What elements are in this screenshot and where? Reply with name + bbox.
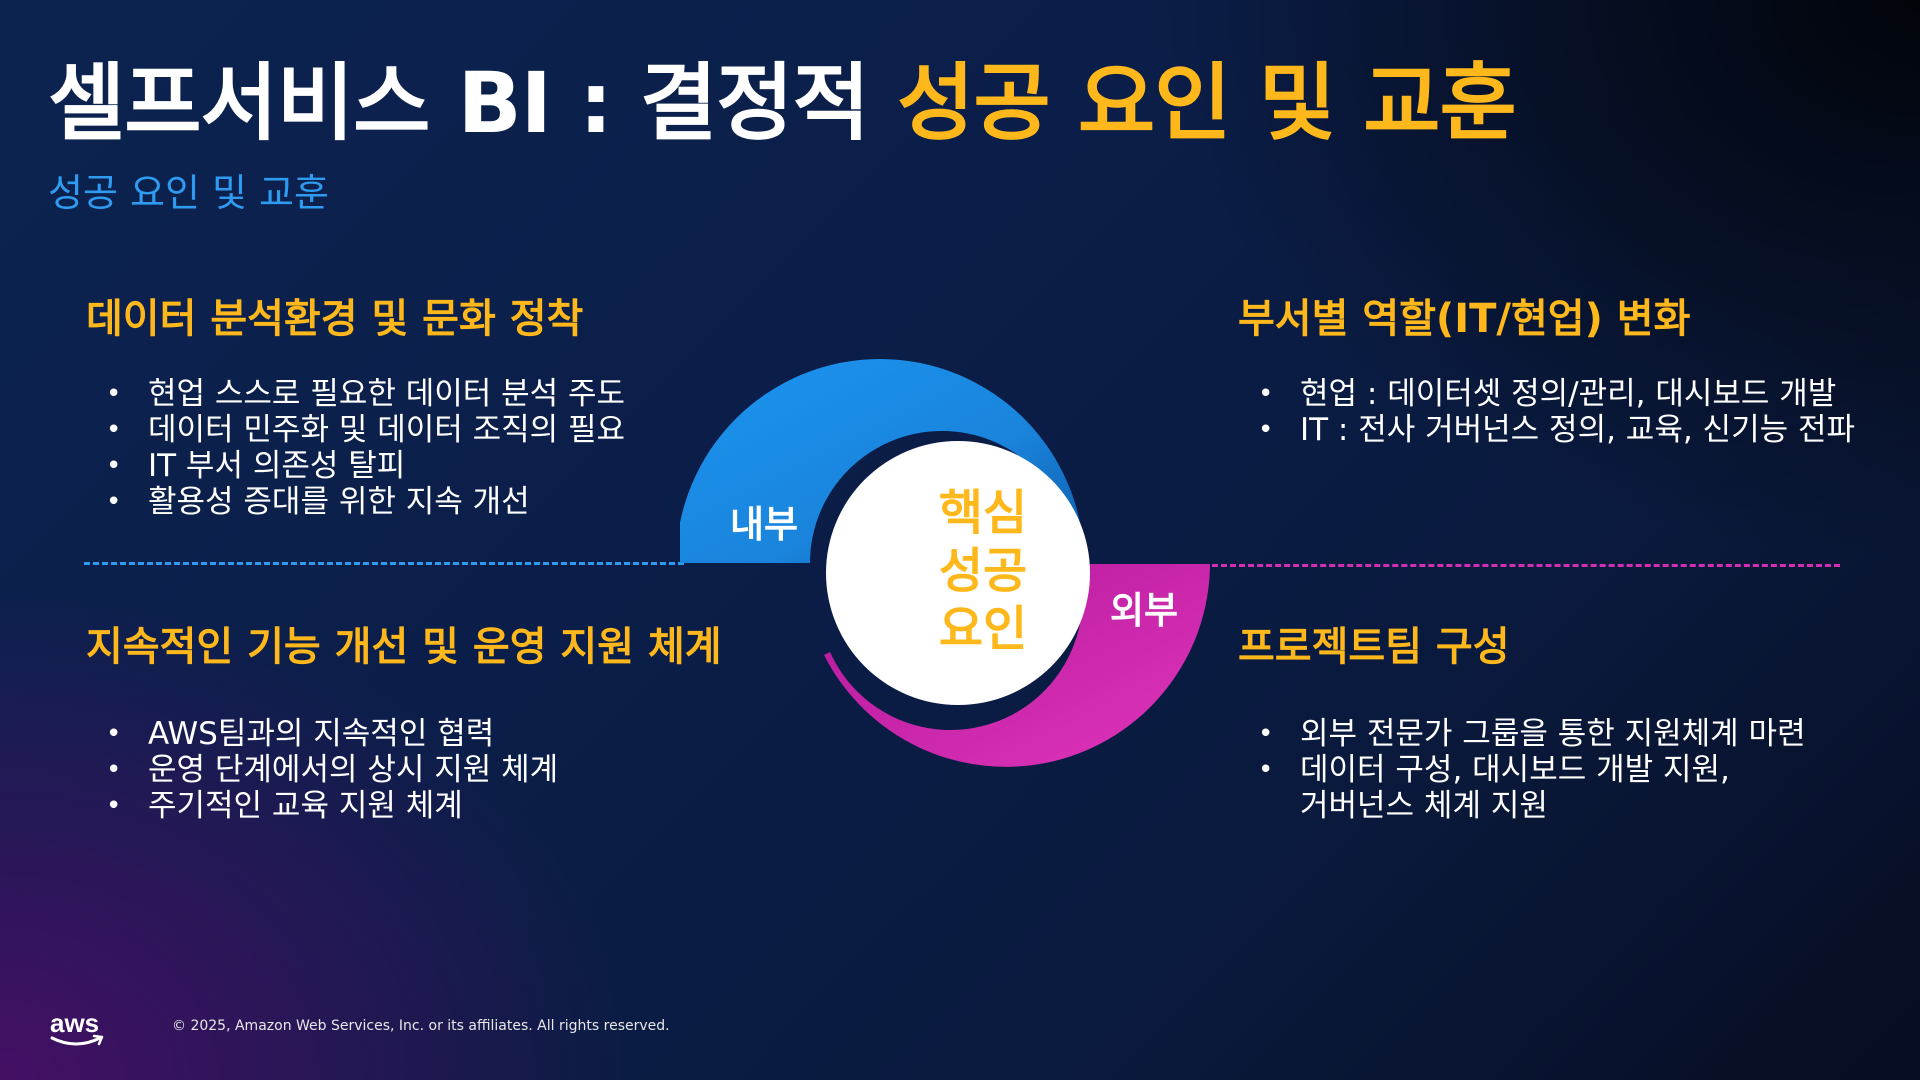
list-item: 운영 단계에서의 상시 지원 체계 xyxy=(86,752,558,788)
list-item: 외부 전문가 그룹을 통한 지원체계 마련 xyxy=(1238,716,1806,752)
list-item: 현업 스스로 필요한 데이터 분석 주도 xyxy=(86,376,625,412)
bullet-list-improvement: AWS팀과의 지속적인 협력 운영 단계에서의 상시 지원 체계 주기적인 교육… xyxy=(86,716,558,824)
divider-external xyxy=(1212,564,1840,567)
center-circle xyxy=(826,441,1090,705)
list-item: AWS팀과의 지속적인 협력 xyxy=(86,716,558,752)
center-line: 성공 xyxy=(938,543,1028,599)
section-title-project-team: 프로젝트팀 구성 xyxy=(1238,624,1510,670)
list-item: IT 부서 의존성 탈피 xyxy=(86,448,625,484)
list-item: 거버넌스 체계 지원 xyxy=(1300,788,1548,824)
title-main: 셀프서비스 BI : 결정적 xyxy=(48,54,898,152)
bullet-list-project-team: 외부 전문가 그룹을 통한 지원체계 마련 데이터 구성, 대시보드 개발 지원… xyxy=(1238,716,1806,824)
center-line: 핵심 xyxy=(938,485,1028,541)
list-item: 주기적인 교육 지원 체계 xyxy=(86,788,558,824)
internal-label: 내부 xyxy=(730,503,799,546)
page-title: 셀프서비스 BI : 결정적 성공 요인 및 교훈 xyxy=(48,36,1517,157)
section-title-roles: 부서별 역할(IT/현업) 변화 xyxy=(1238,296,1691,342)
internal-arc xyxy=(680,359,1084,563)
page-subtitle: 성공 요인 및 교훈 xyxy=(48,171,329,215)
center-label: 핵심 성공 요인 xyxy=(908,484,1058,658)
divider-internal xyxy=(84,562,684,565)
diagram-arcs xyxy=(680,359,1210,767)
external-arc xyxy=(824,564,1210,767)
external-label: 외부 xyxy=(1110,589,1179,632)
list-item: 데이터 구성, 대시보드 개발 지원, xyxy=(1238,752,1806,788)
list-item: 현업 : 데이터셋 정의/관리, 대시보드 개발 xyxy=(1238,376,1855,412)
list-item: IT : 전사 거버넌스 정의, 교육, 신기능 전파 xyxy=(1238,412,1855,448)
list-item: 활용성 증대를 위한 지속 개선 xyxy=(86,484,625,520)
section-title-culture: 데이터 분석환경 및 문화 정착 xyxy=(86,296,584,342)
list-item: 데이터 민주화 및 데이터 조직의 필요 xyxy=(86,412,625,448)
section-title-improvement: 지속적인 기능 개선 및 운영 지원 체계 xyxy=(86,624,722,670)
success-factor-diagram: 내부 외부 핵심 성공 요인 xyxy=(680,352,1220,772)
center-line: 요인 xyxy=(938,601,1028,657)
copyright-text: © 2025, Amazon Web Services, Inc. or its… xyxy=(172,1018,670,1034)
title-highlight: 성공 요인 및 교훈 xyxy=(897,54,1517,152)
bullet-list-roles: 현업 : 데이터셋 정의/관리, 대시보드 개발 IT : 전사 거버넌스 정의… xyxy=(1238,376,1855,448)
aws-logo-icon: aws xyxy=(46,1006,110,1052)
bullet-list-culture: 현업 스스로 필요한 데이터 분석 주도 데이터 민주화 및 데이터 조직의 필… xyxy=(86,376,625,520)
svg-text:aws: aws xyxy=(50,1008,99,1038)
